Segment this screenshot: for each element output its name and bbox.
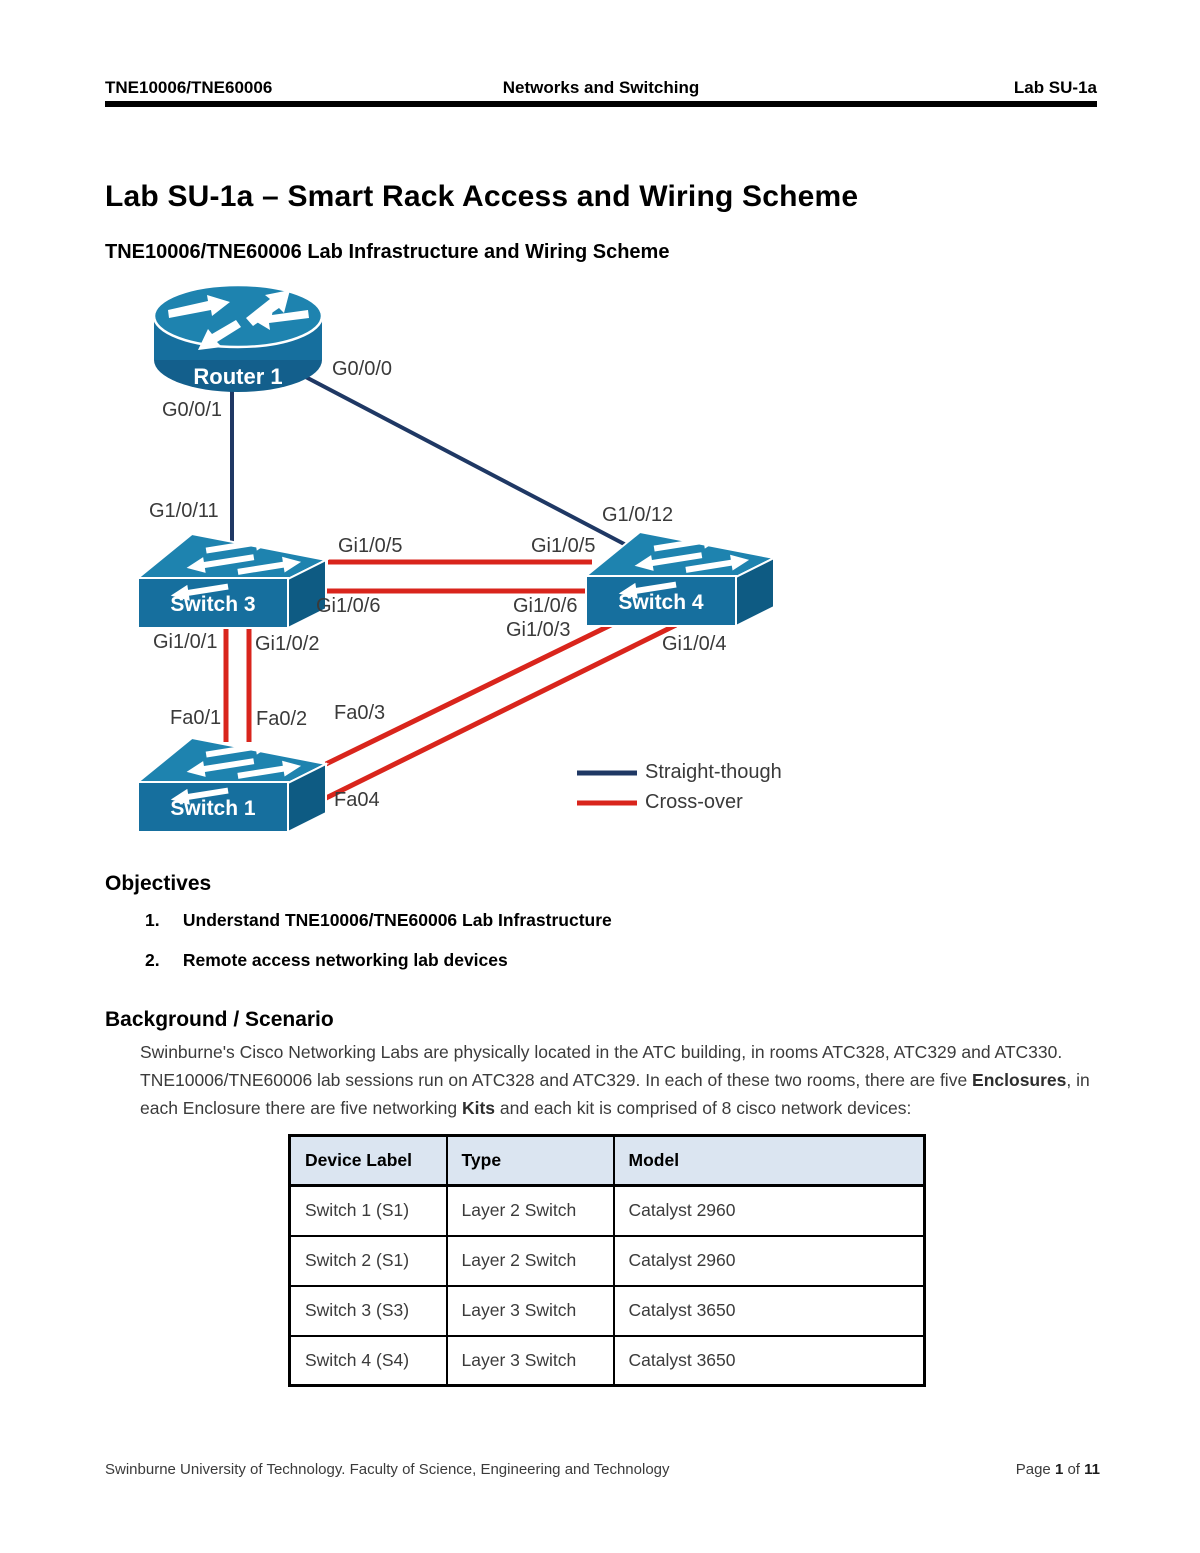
- page-footer: Swinburne University of Technology. Facu…: [105, 1461, 1100, 1478]
- port-label-g0-0-1: G0/0/1: [162, 399, 223, 421]
- switch4-label: Switch 4: [618, 591, 704, 614]
- col-header-type: Type: [445, 1134, 615, 1187]
- legend-cross-label: Cross-over: [645, 791, 743, 813]
- background-paragraph: Swinburne's Cisco Networking Labs are ph…: [140, 1038, 1098, 1122]
- objective-number: 2.: [145, 950, 160, 970]
- diagram-wires: [223, 372, 678, 806]
- switch1-label: Switch 1: [170, 797, 256, 820]
- objective-item-2: 2. Remote access networking lab devices: [145, 950, 508, 971]
- port-label-gi1-0-6-right: Gi1/0/6: [513, 595, 578, 617]
- objective-number: 1.: [145, 910, 160, 930]
- cell-type: Layer 3 Switch: [445, 1334, 615, 1387]
- cell-type: Layer 3 Switch: [445, 1284, 615, 1337]
- cell-device-label: Switch 3 (S3): [288, 1284, 448, 1337]
- wire-router-switch4: [299, 372, 629, 548]
- cell-model: Catalyst 3650: [612, 1284, 926, 1337]
- switch4-icon: Switch 4: [584, 530, 778, 628]
- switch1-icon: Switch 1: [136, 736, 330, 834]
- footer-institution: Swinburne University of Technology. Facu…: [105, 1461, 670, 1478]
- switch-arrows: [618, 532, 750, 599]
- page-subtitle: TNE10006/TNE60006 Lab Infrastructure and…: [105, 241, 670, 263]
- objective-text: Understand TNE10006/TNE60006 Lab Infrast…: [182, 910, 612, 930]
- footer-of-word: of: [1067, 1461, 1080, 1478]
- footer-page-number: 1: [1054, 1461, 1064, 1478]
- objectives-heading: Objectives: [105, 872, 212, 895]
- port-label-fa0-2: Fa0/2: [256, 708, 308, 730]
- paragraph-text: , in each Enclosure there are five netwo…: [140, 1070, 1090, 1118]
- header-rule: [105, 101, 1097, 107]
- router-icon: Router 1: [152, 283, 324, 392]
- cell-model: Catalyst 2960: [612, 1184, 926, 1237]
- cell-device-label: Switch 2 (S1): [288, 1234, 448, 1287]
- table-header-row: Device Label Type Model: [288, 1134, 926, 1187]
- paragraph-text: Swinburne's Cisco Networking Labs are ph…: [140, 1042, 1063, 1090]
- switch-arrows: [170, 534, 302, 601]
- wire-gi103-fa03: [324, 619, 619, 767]
- background-heading: Background / Scenario: [105, 1008, 334, 1031]
- cell-type: Layer 2 Switch: [445, 1184, 615, 1237]
- table-row: Switch 4 (S4) Layer 3 Switch Catalyst 36…: [288, 1334, 926, 1387]
- cell-model: Catalyst 2960: [612, 1234, 926, 1287]
- port-label-gi1-0-1: Gi1/0/1: [153, 631, 218, 653]
- switch-arrows: [170, 738, 302, 805]
- port-label-gi1-0-3: Gi1/0/3: [506, 619, 571, 641]
- switch3-icon: Switch 3: [136, 532, 330, 630]
- port-label-fa04: Fa04: [334, 789, 380, 811]
- port-label-fa0-3: Fa0/3: [334, 702, 386, 724]
- port-label-g1-0-11: G1/0/11: [149, 500, 219, 522]
- header-course-code: TNE10006/TNE60006: [105, 78, 273, 97]
- bold-kits: Kits: [461, 1098, 496, 1118]
- port-label-fa0-1: Fa0/1: [170, 707, 222, 729]
- table-row: Switch 1 (S1) Layer 2 Switch Catalyst 29…: [288, 1184, 926, 1237]
- footer-page-indicator: Page 1 of 11: [1016, 1461, 1100, 1478]
- col-header-device-label: Device Label: [288, 1134, 448, 1187]
- network-diagram: Router 1 Switch 3: [0, 278, 900, 838]
- table-row: Switch 3 (S3) Layer 3 Switch Catalyst 36…: [288, 1284, 926, 1337]
- device-table: Device Label Type Model Switch 1 (S1) La…: [288, 1134, 926, 1387]
- wire-gi104-fa04: [316, 622, 678, 805]
- port-label-gi1-0-4: Gi1/0/4: [662, 633, 727, 655]
- port-label-gi1-0-5-right: Gi1/0/5: [531, 535, 596, 557]
- port-label-gi1-0-2: Gi1/0/2: [255, 633, 320, 655]
- objective-text: Remote access networking lab devices: [182, 950, 508, 970]
- objective-item-1: 1. Understand TNE10006/TNE60006 Lab Infr…: [145, 910, 612, 931]
- port-label-gi1-0-5-left: Gi1/0/5: [338, 535, 403, 557]
- footer-page-word: Page: [1015, 1461, 1051, 1478]
- paragraph-text: and each kit is comprised of 8 cisco net…: [495, 1098, 912, 1118]
- port-label-g0-0-0: G0/0/0: [332, 358, 393, 380]
- header-unit-title: Networks and Switching: [502, 78, 700, 97]
- cell-type: Layer 2 Switch: [445, 1234, 615, 1287]
- router-label: Router 1: [193, 364, 282, 389]
- cell-device-label: Switch 4 (S4): [288, 1334, 448, 1387]
- switch3-label: Switch 3: [170, 593, 255, 616]
- col-header-model: Model: [612, 1134, 926, 1187]
- port-label-gi1-0-6-left: Gi1/0/6: [316, 595, 381, 617]
- cell-model: Catalyst 3650: [612, 1334, 926, 1387]
- header-lab-code: Lab SU-1a: [1013, 78, 1097, 97]
- bold-enclosures: Enclosures: [972, 1070, 1067, 1090]
- running-header: TNE10006/TNE60006 Networks and Switching…: [105, 78, 1097, 98]
- table-row: Switch 2 (S1) Layer 2 Switch Catalyst 29…: [288, 1234, 926, 1287]
- port-label-g1-0-12: G1/0/12: [602, 504, 674, 526]
- footer-page-total: 11: [1084, 1461, 1100, 1478]
- router-arrows: [168, 290, 309, 350]
- cell-device-label: Switch 1 (S1): [288, 1184, 448, 1237]
- page-title: Lab SU-1a – Smart Rack Access and Wiring…: [105, 180, 859, 213]
- legend-straight-label: Straight-though: [645, 761, 782, 783]
